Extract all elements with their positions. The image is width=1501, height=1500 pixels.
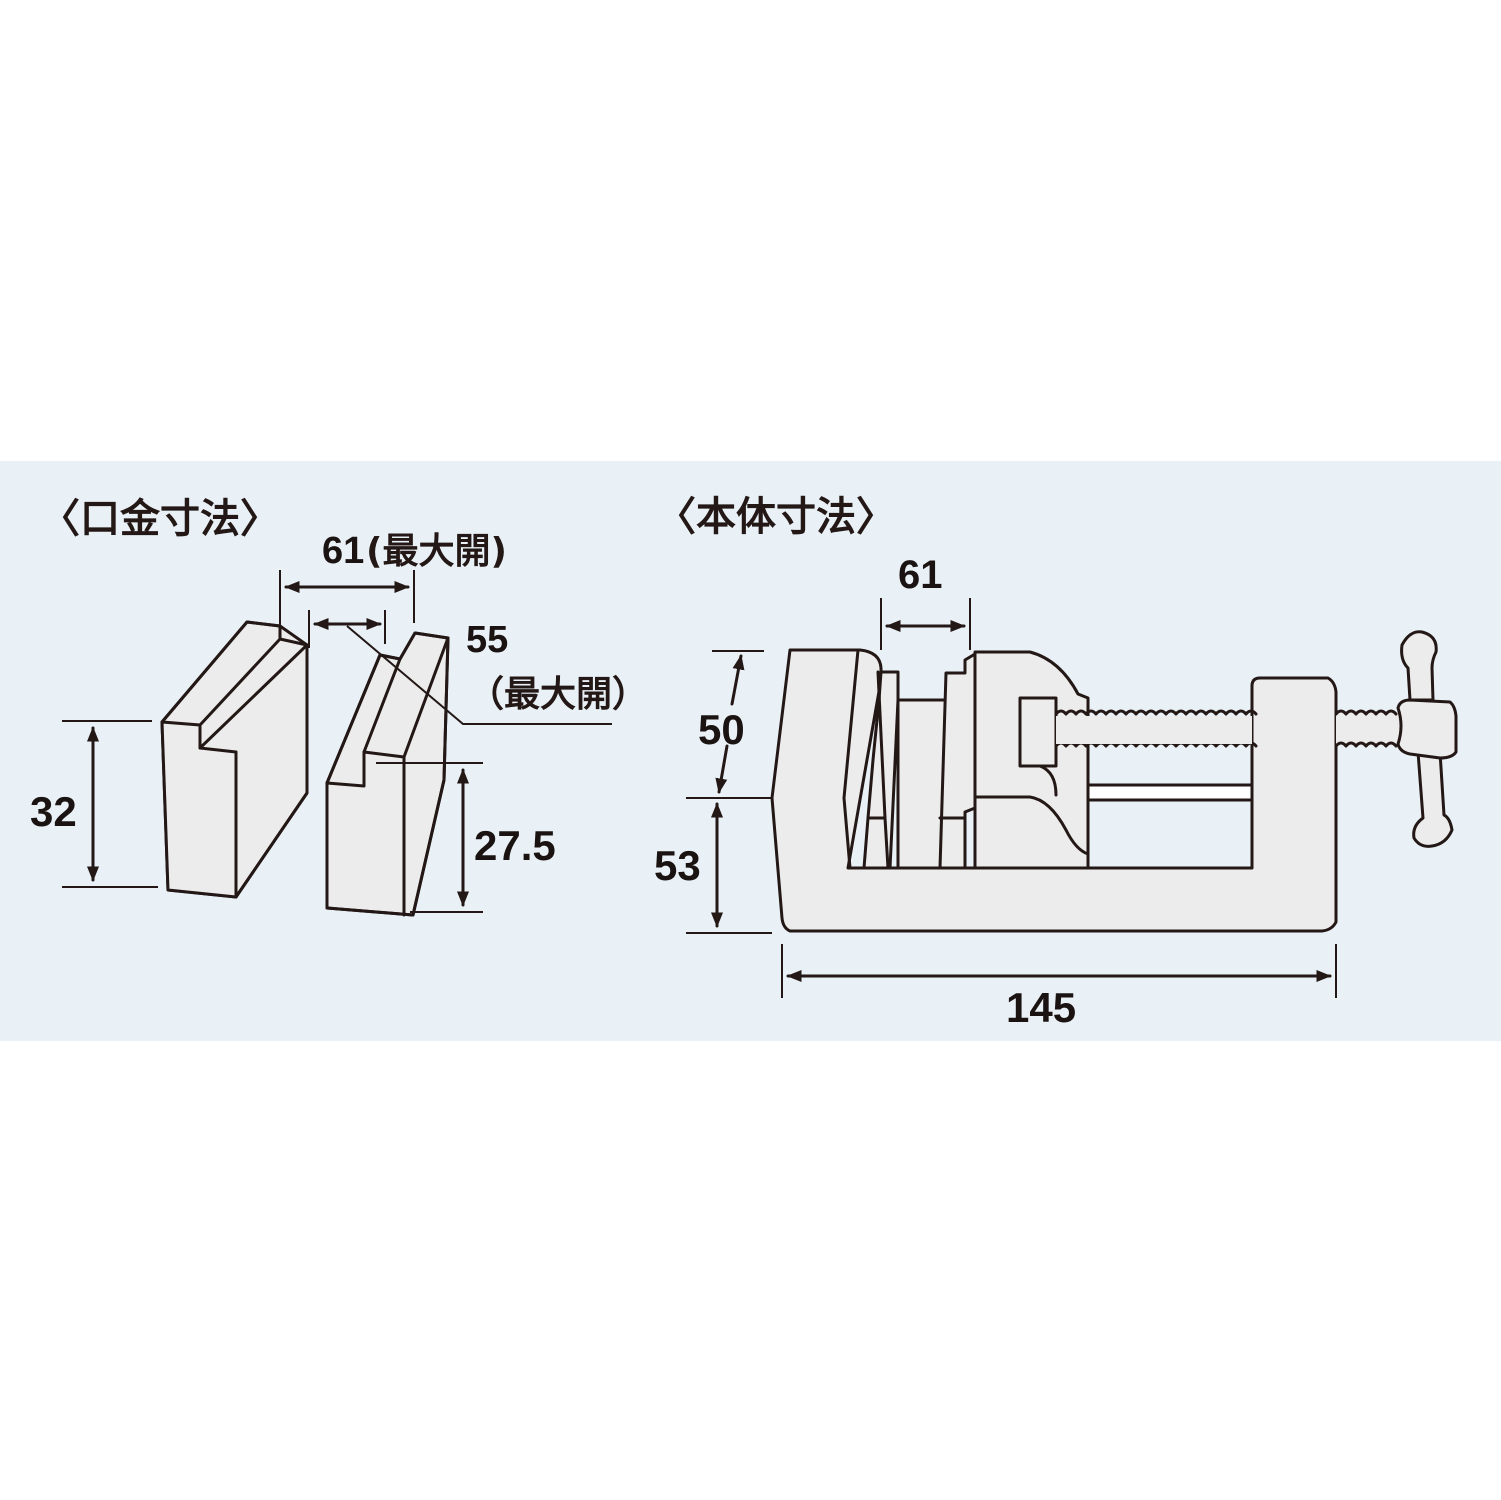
body-upper-height-50: 50 <box>698 706 745 753</box>
body-section: 〈本体寸法〉 <box>654 494 1458 1031</box>
jaw-lower-height-27-5: 27.5 <box>474 822 556 869</box>
jaw-max-opening-61: 61 <box>322 530 364 572</box>
body-jaw-width-61: 61 <box>898 553 943 597</box>
jaw-section: 〈口金寸法〉 61 (最大開) 55 <box>30 496 648 917</box>
t-handle <box>1396 630 1458 848</box>
right-jaw-block <box>325 631 450 917</box>
jaw-max-opening-55: 55 <box>466 619 508 661</box>
jaw-max-opening-61-note: (最大開) <box>366 531 507 572</box>
body-total-length-145: 145 <box>1006 984 1076 1031</box>
jaw-height-32: 32 <box>30 788 77 835</box>
body-section-title: 〈本体寸法〉 <box>656 494 896 540</box>
body-lower-height-53: 53 <box>654 842 701 889</box>
vise-body <box>770 648 1402 933</box>
left-jaw-block <box>160 620 309 899</box>
jaw-max-opening-55-note: （最大開） <box>468 674 648 715</box>
jaw-section-title: 〈口金寸法〉 <box>40 496 280 542</box>
